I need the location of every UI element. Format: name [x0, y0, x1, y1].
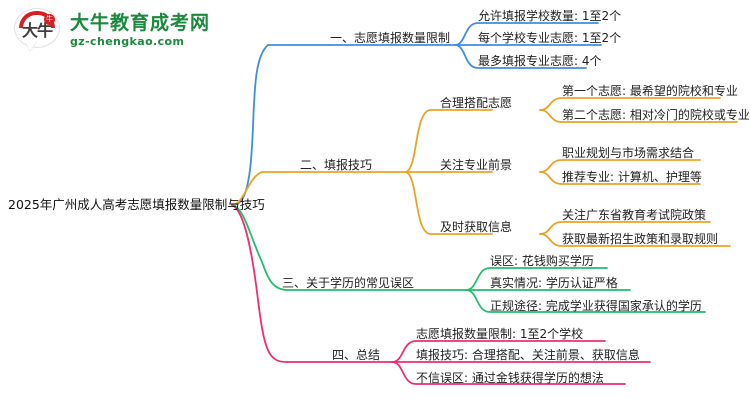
sub-node-2-1[interactable]: 合理搭配志愿	[440, 96, 513, 110]
wire-root-to-branch3	[231, 204, 353, 291]
site-logo: 大牛 牛 大牛教育成考网 gz-chengkao.com	[14, 8, 210, 54]
leaf-node-3-3[interactable]: 正规途径: 完成学业获得国家承认的学历	[490, 299, 702, 313]
speech-bubble-tail	[25, 41, 37, 51]
leaf-node-3-1[interactable]: 误区: 花钱购买学历	[490, 254, 594, 268]
logo-mark-text: 大牛	[21, 21, 53, 40]
leaf-node-1-1[interactable]: 允许填报学校数量: 1至2个	[478, 9, 622, 23]
sub-node-2-2[interactable]: 关注专业前景	[440, 158, 513, 172]
leaf-node-1-2[interactable]: 每个学校专业志愿: 1至2个	[478, 31, 622, 45]
wire-root-to-branch2	[231, 171, 301, 206]
leaf-node-1-3[interactable]: 最多填报专业志愿: 4个	[478, 54, 602, 68]
wire-branch2-sub3-leaf2	[539, 233, 731, 247]
wire-branch2-sub1	[404, 109, 493, 173]
wire-branch4-child3	[391, 361, 626, 385]
leaf-node-4-2[interactable]: 填报技巧: 合理搭配、关注前景、获取信息	[416, 348, 640, 362]
branch-node-1[interactable]: 一、志愿填报数量限制	[330, 31, 451, 45]
leaf-node-2-2-1[interactable]: 职业规划与市场需求结合	[562, 146, 695, 160]
leaf-node-2-3-1[interactable]: 关注广东省教育考试院政策	[562, 208, 707, 222]
branch-node-4[interactable]: 四、总结	[332, 348, 381, 362]
leaf-node-2-2-2[interactable]: 推荐专业: 计算机、护理等	[562, 170, 702, 184]
sub-node-2-3[interactable]: 及时获取信息	[440, 220, 513, 234]
wire-branch3-child3	[465, 289, 706, 313]
wire-branch1-child3	[454, 44, 587, 69]
wire-root-to-branch4	[231, 204, 333, 363]
root-node[interactable]: 2025年广州成人高考志愿填报数量限制与技巧	[8, 197, 265, 212]
wire-branch2-sub2-leaf2	[539, 171, 701, 185]
logo-title: 大牛教育成考网	[70, 11, 211, 34]
branch-node-2[interactable]: 二、填报技巧	[300, 158, 373, 172]
logo-badge-icon: 牛	[44, 14, 55, 25]
logo-mark-icon: 大牛 牛	[14, 8, 62, 54]
leaf-node-4-3[interactable]: 不信误区: 通过金钱获得学历的想法	[416, 371, 604, 385]
wire-branch2-sub1-leaf2	[539, 109, 738, 123]
logo-subtitle: gz-chengkao.com	[70, 34, 185, 48]
leaf-node-2-3-2[interactable]: 获取最新招生政策和录取规则	[562, 232, 719, 246]
leaf-node-4-1[interactable]: 志愿填报数量限制: 1至2个学校	[416, 327, 584, 341]
leaf-node-3-2[interactable]: 真实情况: 学历认证严格	[490, 276, 618, 290]
wire-root-to-branch1	[231, 44, 331, 206]
wire-branch2-sub3	[404, 171, 493, 235]
leaf-node-2-1-1[interactable]: 第一个志愿: 最希望的院校和专业	[562, 84, 738, 98]
branch-node-3[interactable]: 三、关于学历的常见误区	[282, 276, 415, 290]
logo-wordmark: 大牛教育成考网 gz-chengkao.com	[70, 11, 211, 49]
leaf-node-2-1-2[interactable]: 第二个志愿: 相对冷门的院校或专业	[562, 108, 750, 122]
